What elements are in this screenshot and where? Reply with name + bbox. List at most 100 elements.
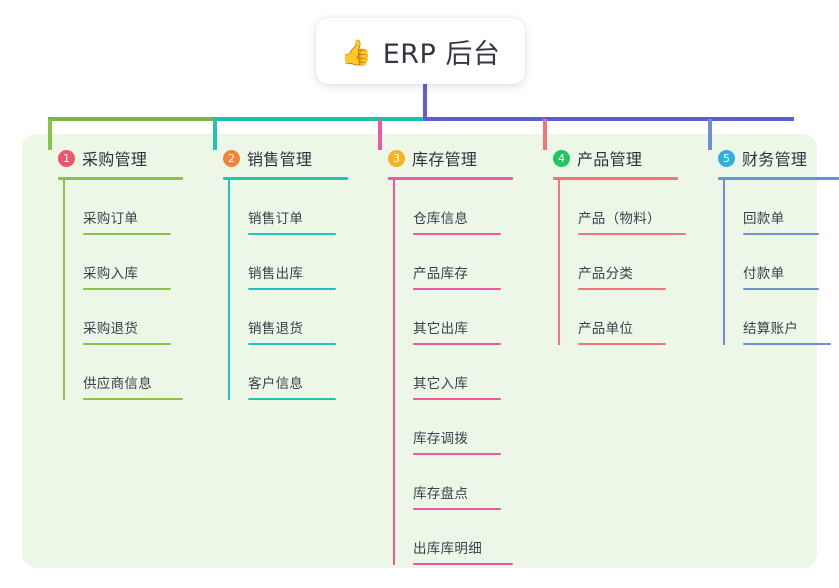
leaf-item[interactable]: 其它入库 xyxy=(393,345,530,400)
leaf-label: 销售退货 xyxy=(248,321,304,337)
root-title: ERP 后台 xyxy=(382,38,501,70)
leaf-spine xyxy=(723,180,725,345)
leaf-list: 销售订单销售出库销售退货客户信息 xyxy=(228,180,365,400)
leaf-list: 回款单付款单结算账户 xyxy=(723,180,839,345)
leaf-label: 回款单 xyxy=(743,211,785,227)
leaf-rule xyxy=(413,508,501,510)
column-3: 3 库存管理仓库信息产品库存其它出库其它入库库存调拨库存盘点出库库明细 xyxy=(370,146,530,565)
leaf-rule xyxy=(83,288,171,290)
leaf-item[interactable]: 付款单 xyxy=(723,235,839,290)
column-header-2[interactable]: 2 销售管理 xyxy=(205,146,365,170)
leaf-item[interactable]: 客户信息 xyxy=(228,345,365,400)
leaf-label: 产品库存 xyxy=(413,266,469,282)
leaf-item[interactable]: 回款单 xyxy=(723,180,839,235)
leaf-rule xyxy=(413,563,513,565)
leaf-item[interactable]: 库存盘点 xyxy=(393,455,530,510)
leaf-label: 采购退货 xyxy=(83,321,139,337)
leaf-label: 出库库明细 xyxy=(413,541,482,557)
leaf-rule xyxy=(578,343,666,345)
leaf-item[interactable]: 供应商信息 xyxy=(63,345,200,400)
leaf-label: 采购入库 xyxy=(83,266,139,282)
leaf-item[interactable]: 库存调拨 xyxy=(393,400,530,455)
leaf-item[interactable]: 产品分类 xyxy=(558,235,695,290)
leaf-item[interactable]: 其它出库 xyxy=(393,290,530,345)
leaf-rule xyxy=(248,398,336,400)
column-title: 销售管理 xyxy=(247,150,313,169)
thumbs-up-icon: 👍 xyxy=(340,37,372,67)
column-badge: 5 xyxy=(718,149,735,167)
leaf-rule xyxy=(83,233,171,235)
leaf-rule xyxy=(248,343,336,345)
leaf-item[interactable]: 采购入库 xyxy=(63,235,200,290)
leaf-rule xyxy=(83,398,183,400)
leaf-item[interactable]: 销售订单 xyxy=(228,180,365,235)
column-5: 5 财务管理回款单付款单结算账户 xyxy=(700,146,839,345)
leaf-label: 其它入库 xyxy=(413,376,469,392)
leaf-item[interactable]: 销售退货 xyxy=(228,290,365,345)
leaf-label: 库存盘点 xyxy=(413,486,469,502)
leaf-list: 产品（物料） 产品分类产品单位 xyxy=(558,180,695,345)
leaf-list: 采购订单采购入库采购退货供应商信息 xyxy=(63,180,200,400)
leaf-rule xyxy=(413,343,501,345)
column-header-4[interactable]: 4 产品管理 xyxy=(535,146,695,170)
children-panel xyxy=(22,134,817,568)
leaf-rule xyxy=(248,233,336,235)
leaf-label: 产品单位 xyxy=(578,321,634,337)
column-header-rule xyxy=(718,177,839,180)
leaf-item[interactable]: 销售出库 xyxy=(228,235,365,290)
column-4: 4 产品管理产品（物料） 产品分类产品单位 xyxy=(535,146,695,345)
column-header-5[interactable]: 5 财务管理 xyxy=(700,146,839,170)
leaf-item[interactable]: 产品库存 xyxy=(393,235,530,290)
column-header-3[interactable]: 3 库存管理 xyxy=(370,146,530,170)
leaf-label: 结算账户 xyxy=(743,321,799,337)
column-badge: 3 xyxy=(388,149,405,167)
column-header-rule xyxy=(388,177,513,180)
column-title: 库存管理 xyxy=(412,150,478,169)
leaf-spine xyxy=(558,180,560,345)
leaf-rule xyxy=(743,343,831,345)
leaf-item[interactable]: 结算账户 xyxy=(723,290,839,345)
leaf-label: 产品（物料） xyxy=(578,211,661,227)
leaf-label: 供应商信息 xyxy=(83,376,152,392)
leaf-item[interactable]: 仓库信息 xyxy=(393,180,530,235)
leaf-item[interactable]: 采购订单 xyxy=(63,180,200,235)
leaf-spine xyxy=(393,180,395,565)
leaf-item[interactable]: 产品单位 xyxy=(558,290,695,345)
leaf-rule xyxy=(413,233,501,235)
column-badge: 1 xyxy=(58,149,75,167)
leaf-label: 销售订单 xyxy=(248,211,304,227)
leaf-spine xyxy=(63,180,65,400)
leaf-rule xyxy=(743,288,819,290)
leaf-label: 付款单 xyxy=(743,266,785,282)
column-1: 1 采购管理采购订单采购入库采购退货供应商信息 xyxy=(40,146,200,400)
column-2: 2 销售管理销售订单销售出库销售退货客户信息 xyxy=(205,146,365,400)
column-title: 财务管理 xyxy=(742,150,808,169)
column-title: 产品管理 xyxy=(577,150,643,169)
leaf-label: 仓库信息 xyxy=(413,211,469,227)
leaf-rule xyxy=(578,288,666,290)
column-header-rule xyxy=(553,177,678,180)
leaf-rule xyxy=(578,233,686,235)
leaf-label: 产品分类 xyxy=(578,266,634,282)
leaf-rule xyxy=(413,453,501,455)
leaf-label: 库存调拨 xyxy=(413,431,469,447)
leaf-rule xyxy=(83,343,171,345)
leaf-spine xyxy=(228,180,230,400)
leaf-item[interactable]: 出库库明细 xyxy=(393,510,530,565)
leaf-label: 客户信息 xyxy=(248,376,304,392)
root-node[interactable]: 👍 ERP 后台 xyxy=(316,18,525,84)
column-header-1[interactable]: 1 采购管理 xyxy=(40,146,200,170)
column-header-rule xyxy=(58,177,183,180)
leaf-item[interactable]: 产品（物料） xyxy=(558,180,695,235)
column-badge: 2 xyxy=(223,149,240,167)
leaf-rule xyxy=(413,288,501,290)
column-badge: 4 xyxy=(553,149,570,167)
leaf-item[interactable]: 采购退货 xyxy=(63,290,200,345)
column-title: 采购管理 xyxy=(82,150,148,169)
leaf-label: 采购订单 xyxy=(83,211,139,227)
leaf-list: 仓库信息产品库存其它出库其它入库库存调拨库存盘点出库库明细 xyxy=(393,180,530,565)
leaf-rule xyxy=(248,288,336,290)
leaf-label: 销售出库 xyxy=(248,266,304,282)
leaf-rule xyxy=(413,398,501,400)
